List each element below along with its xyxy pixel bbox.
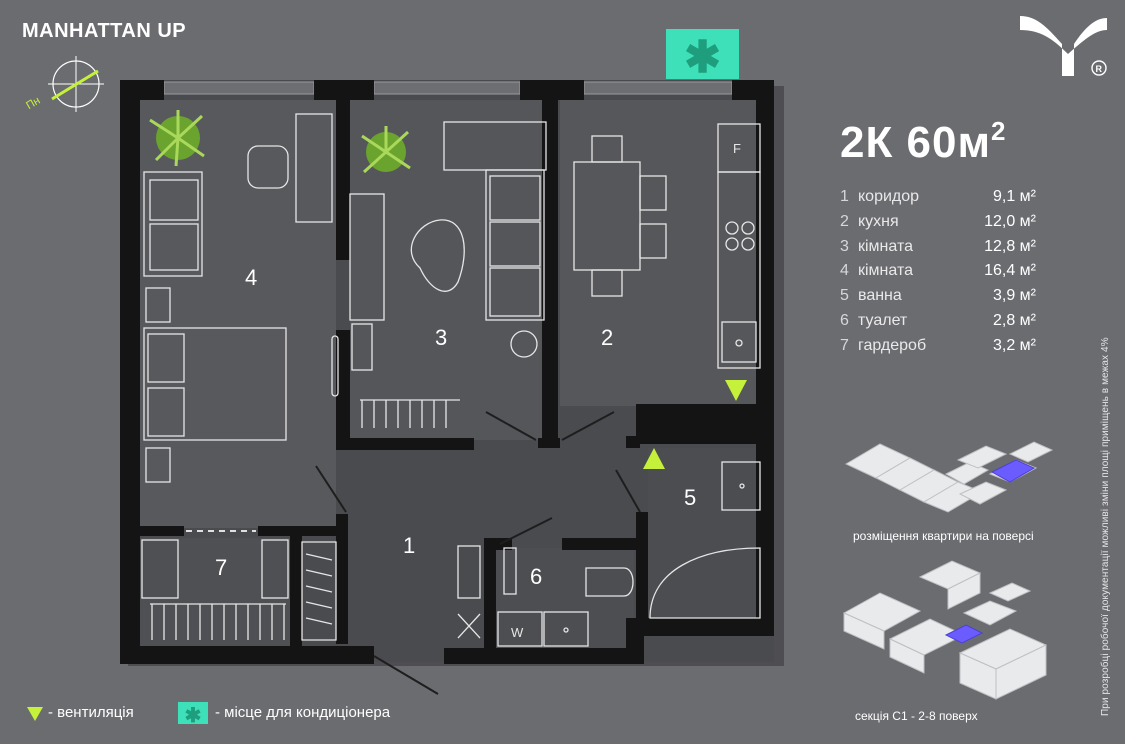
room-name: коридор bbox=[858, 188, 920, 205]
room-2-floor bbox=[560, 100, 758, 406]
room-4-furniture bbox=[143, 113, 339, 483]
room-area: 12,8 м² bbox=[984, 237, 1036, 255]
plant-icon bbox=[149, 110, 205, 167]
window bbox=[373, 81, 521, 95]
room-row: 3 кімната 12,8 м² bbox=[840, 235, 1036, 260]
room-area: 3,2 м² bbox=[992, 336, 1036, 354]
room-number: 6 bbox=[840, 311, 849, 329]
room-area: 2,8 м² bbox=[992, 311, 1036, 329]
legend-vent-label: - вентиляція bbox=[48, 704, 134, 721]
wardrobe-fittings bbox=[141, 539, 337, 641]
section-highlight bbox=[944, 624, 984, 644]
room-name: кімната bbox=[858, 237, 913, 255]
window bbox=[583, 81, 733, 95]
section-map bbox=[842, 560, 1048, 700]
room-row: 1 коридор 9,1 м² bbox=[840, 185, 1036, 210]
kitchen-furniture bbox=[573, 123, 761, 369]
brand-name: MANHATTAN UP bbox=[22, 20, 187, 42]
apartment-title-sup: 2 bbox=[991, 116, 1007, 146]
legend-vent-icon bbox=[27, 707, 43, 721]
room-area: 12,0 м² bbox=[984, 212, 1036, 230]
room-2-label: 2 bbox=[601, 325, 613, 350]
room-area: 9,1 м² bbox=[992, 188, 1036, 205]
room-number: 2 bbox=[840, 212, 849, 230]
room-5-floor bbox=[648, 448, 760, 618]
walls bbox=[120, 80, 774, 664]
floor-placement-caption: розміщення квартири на поверсі bbox=[853, 529, 1034, 543]
plant-icon bbox=[361, 126, 411, 174]
room-name: кухня bbox=[858, 212, 899, 230]
fridge-label: F bbox=[733, 141, 741, 156]
apartment-title: 2К 60м2 bbox=[840, 116, 1007, 168]
compass-icon: Пн bbox=[24, 56, 104, 112]
legend-ac-glyph: ✱ bbox=[184, 705, 202, 727]
legend-ac-icon: ✱ bbox=[178, 702, 208, 727]
room-3-furniture bbox=[349, 121, 547, 428]
room-6-label: 6 bbox=[530, 564, 542, 589]
room-number: 4 bbox=[840, 262, 849, 280]
ventilation-marker-icon bbox=[725, 380, 747, 401]
room-name: ванна bbox=[858, 287, 902, 305]
ventilation-marker-icon bbox=[643, 448, 665, 469]
bathroom-fixtures bbox=[649, 461, 761, 619]
floor-placement-map bbox=[844, 441, 1054, 513]
window bbox=[163, 81, 315, 95]
door-swings bbox=[315, 411, 641, 695]
room-number: 1 bbox=[840, 188, 849, 205]
room-area: 16,4 м² bbox=[984, 262, 1036, 280]
toilet-fixtures bbox=[457, 545, 634, 647]
ac-unit-icon: ✱ bbox=[684, 33, 721, 82]
room-row: 5 ванна 3,9 м² bbox=[840, 284, 1036, 309]
room-4-label: 4 bbox=[245, 265, 257, 290]
disclaimer-text: При розробці робочої документації можлив… bbox=[1100, 337, 1111, 716]
svg-text:R: R bbox=[1096, 64, 1103, 74]
room-row: 4 кімната 16,4 м² bbox=[840, 259, 1036, 284]
section-caption: секція С1 - 2-8 поверх bbox=[855, 709, 978, 723]
room-7-label: 7 bbox=[215, 555, 227, 580]
room-number: 7 bbox=[840, 336, 849, 354]
room-name: туалет bbox=[858, 311, 908, 329]
room-3-label: 3 bbox=[435, 325, 447, 350]
washer-label: W bbox=[511, 625, 524, 640]
developer-logo-icon: R bbox=[1020, 16, 1107, 76]
room-area: 3,9 м² bbox=[992, 287, 1036, 305]
apartment-highlight bbox=[990, 459, 1036, 483]
legend-ac-label: - місце для кондиціонера bbox=[215, 704, 391, 721]
floor-plan: F W 4 3 2 1 5 6 7 bbox=[120, 80, 784, 695]
room-number: 3 bbox=[840, 237, 849, 255]
room-7-floor bbox=[140, 538, 290, 646]
ac-unit-marker: ✱ bbox=[666, 29, 739, 82]
room-5-label: 5 bbox=[684, 485, 696, 510]
room-area-list: 1 коридор 9,1 м² 2 кухня 12,0 м² 3 кімната 12,… bbox=[840, 185, 1036, 359]
room-row: 7 гардероб 3,2 м² bbox=[840, 334, 1036, 359]
apartment-title-main: 2К 60м bbox=[840, 118, 992, 167]
room-1-label: 1 bbox=[403, 533, 415, 558]
room-4-floor bbox=[140, 100, 336, 528]
room-number: 5 bbox=[840, 287, 849, 305]
room-name: кімната bbox=[858, 262, 913, 280]
room-name: гардероб bbox=[858, 336, 927, 354]
room-row: 2 кухня 12,0 м² bbox=[840, 210, 1036, 235]
room-row: 6 туалет 2,8 м² bbox=[840, 309, 1036, 334]
